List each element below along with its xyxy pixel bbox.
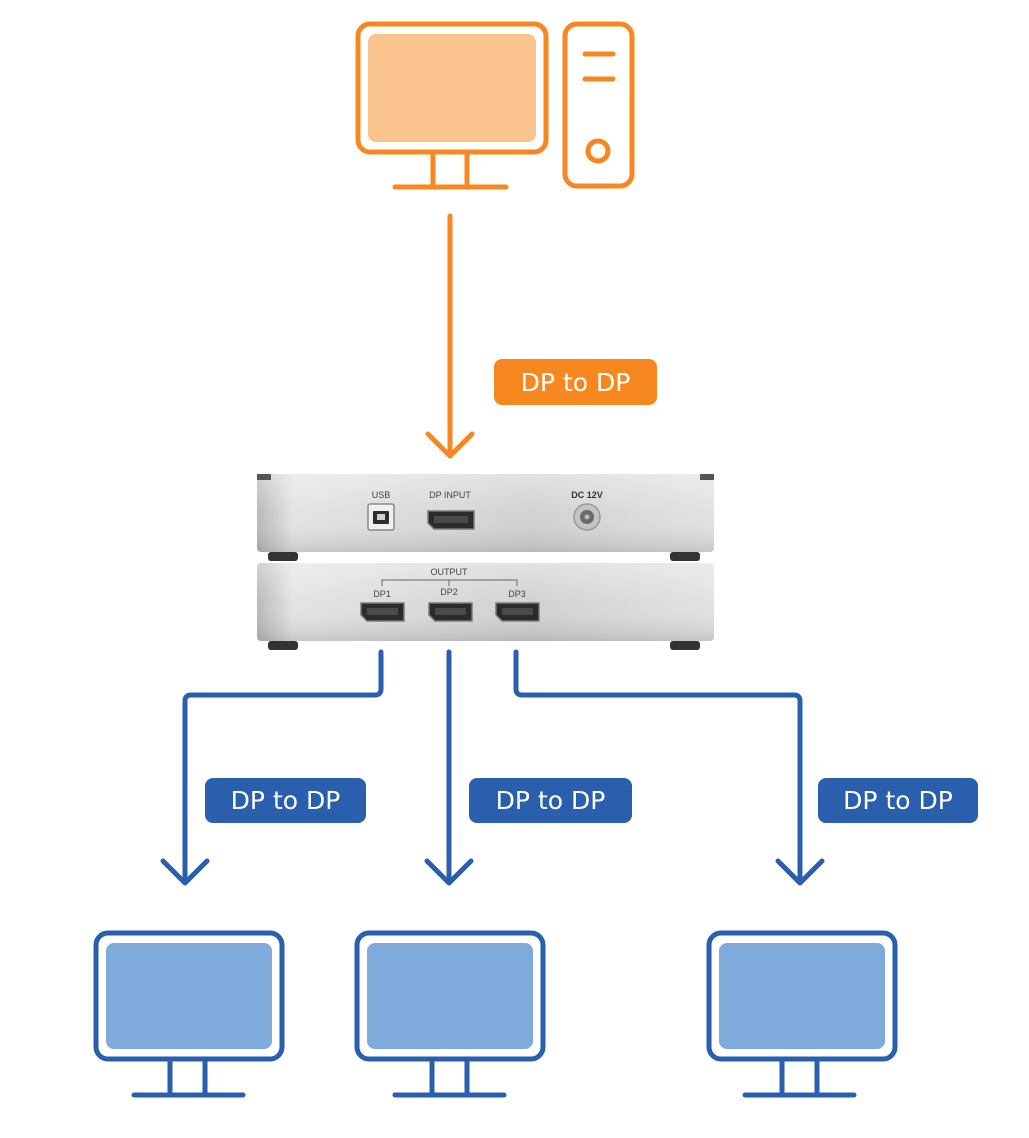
output-cable-label-3: DP to DP	[818, 778, 978, 823]
dp2-port-icon	[428, 602, 473, 622]
splitter-front-panel: OUTPUT DP1 DP2 DP3	[257, 563, 714, 650]
monitor-icon	[706, 930, 898, 1098]
dc-power-label: DC 12V	[571, 490, 603, 500]
monitor-icon	[354, 930, 546, 1098]
input-cable-label: DP to DP	[494, 359, 657, 405]
output-cable-label-2-text: DP to DP	[496, 786, 606, 815]
dp-input-label: DP INPUT	[429, 490, 471, 500]
tower-icon	[562, 21, 635, 189]
usb-port-label: USB	[372, 490, 391, 500]
output-cable-label-2: DP to DP	[469, 778, 632, 823]
input-arrow	[425, 213, 475, 459]
dc-jack-icon	[573, 503, 601, 531]
output-line-3	[513, 649, 803, 886]
dp3-port-icon	[495, 602, 540, 622]
source-monitor-icon	[355, 21, 549, 190]
output-cable-label-3-text: DP to DP	[843, 786, 953, 815]
splitter-back-panel: USB DP INPUT DC 12V	[257, 474, 714, 561]
dp2-port-label: DP2	[440, 587, 458, 597]
monitor-icon	[93, 930, 285, 1098]
input-cable-label-text: DP to DP	[521, 368, 631, 397]
dp3-port-label: DP3	[508, 589, 526, 599]
usb-port-icon	[367, 503, 395, 531]
output-connectors	[160, 649, 825, 886]
output-group-label: OUTPUT	[431, 567, 469, 577]
dp1-port-label: DP1	[373, 589, 391, 599]
output-arrowhead-1	[160, 858, 210, 886]
output-arrowhead-3	[775, 858, 825, 886]
output-arrowhead-2	[424, 858, 474, 886]
dp1-port-icon	[360, 602, 405, 622]
output-cable-label-1: DP to DP	[205, 778, 366, 823]
output-cable-label-1-text: DP to DP	[231, 786, 341, 815]
dp-input-port-icon	[427, 510, 475, 530]
dp-splitter-device: USB DP INPUT DC 12V OUTPU	[257, 474, 714, 650]
source-computer	[355, 21, 635, 190]
output-line-1	[182, 649, 384, 886]
